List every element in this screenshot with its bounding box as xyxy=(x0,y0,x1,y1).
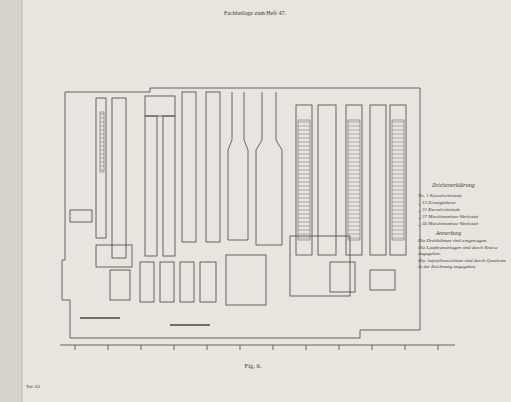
page-header: Fachbeilage zum Heft 47. xyxy=(224,10,286,17)
note-text: Die Drehbühnen sind eingetragen. xyxy=(418,238,506,244)
legend-entry: „ 12 Eisengießerei xyxy=(418,200,456,206)
note-text: Die Laufkrananlagen sind durch Kreise an… xyxy=(418,245,506,257)
binding-strip xyxy=(0,0,22,402)
binding-edge xyxy=(22,0,23,402)
legend-entry: „ 37 Maschinenbau-Werkstatt xyxy=(418,214,478,220)
figure-caption: Fig. 6. xyxy=(245,362,262,369)
legend-entry: No. 1 Kesselschmiede xyxy=(418,193,462,199)
track-ticks xyxy=(75,345,438,350)
hatched-shops xyxy=(100,112,404,240)
plan-lines xyxy=(60,88,455,345)
legend-heading: Zeichenerklärung xyxy=(432,182,475,189)
note-text: Die Aufstellmaschinen sind durch Quadrat… xyxy=(418,258,506,270)
legend-entry: „ 56 Maschinenbau-Werkstatt xyxy=(418,221,478,227)
note-heading: Anmerkung xyxy=(436,230,461,236)
legend-entry: „ 31 Kesselschmiede xyxy=(418,207,460,213)
plate-number: Taf. 62 xyxy=(26,384,40,390)
